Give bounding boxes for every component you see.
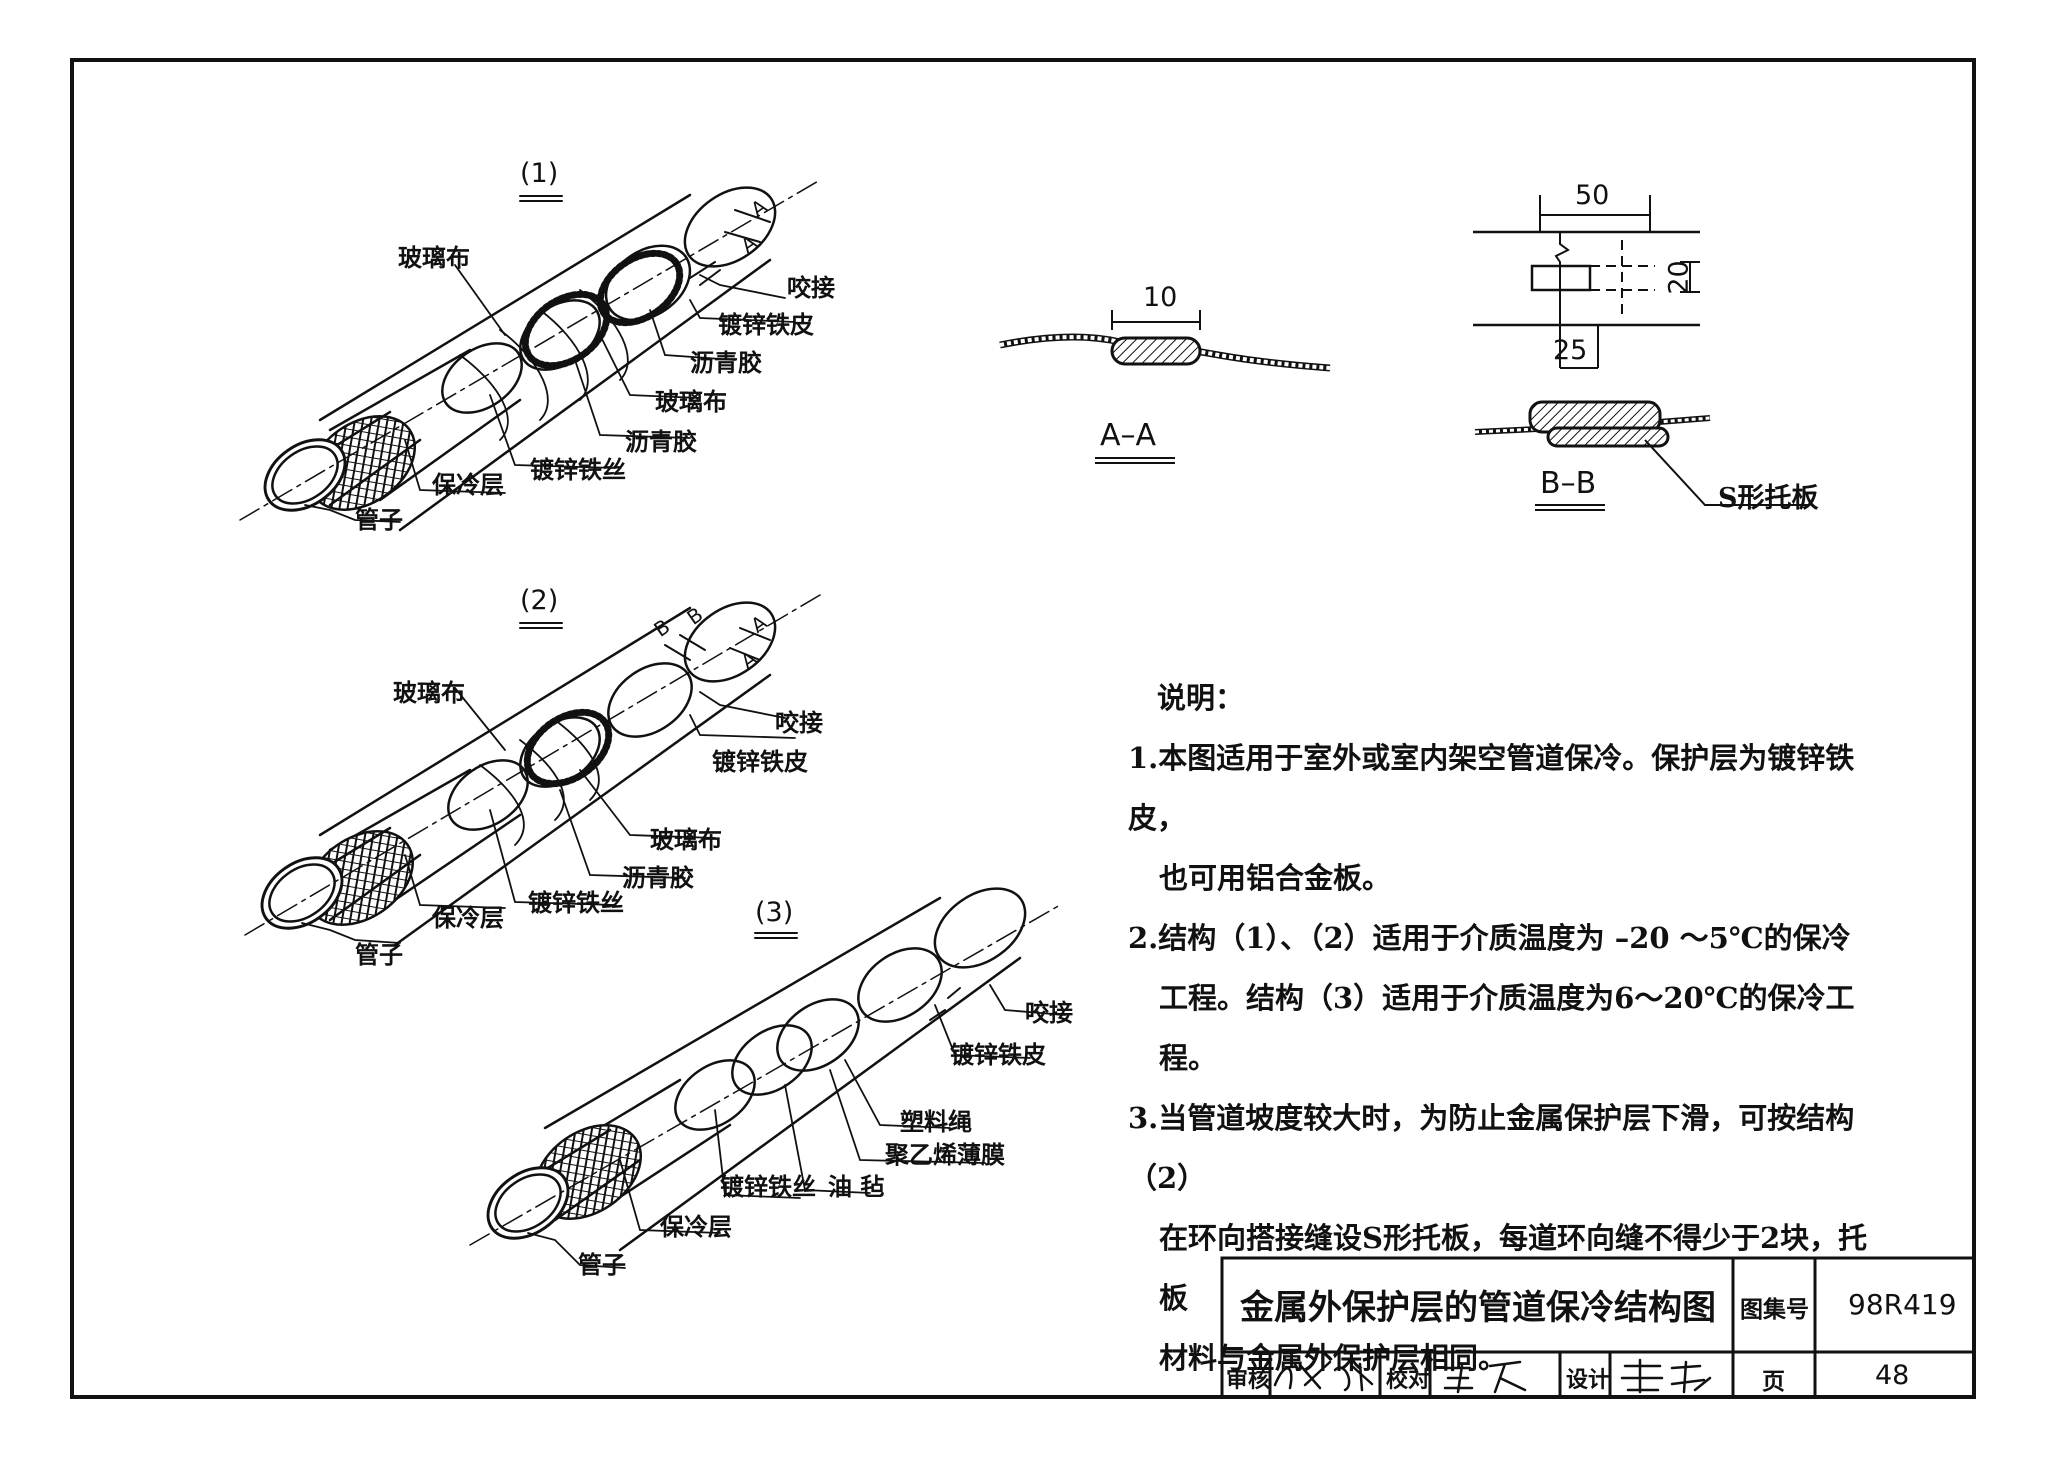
s1-label-jacket: 镀锌铁皮 xyxy=(718,310,814,339)
drawing-title: 金属外保护层的管道保冷结构图 xyxy=(1240,1288,1716,1328)
section-bb-dimension-top: 50 xyxy=(1575,180,1610,211)
note-3-line-3: 材料与金属外保护层相同。 xyxy=(1159,1341,1508,1375)
notes: 说明： 1.本图适用于室外或室内架空管道保冷。保护层为镀锌铁皮， 也可用铝合金板… xyxy=(1128,668,1888,1388)
s1-label-glass-cloth-top: 玻璃布 xyxy=(398,243,470,272)
s1-label-insulation: 保冷层 xyxy=(432,470,504,499)
s1-label-asphalt-upper: 沥青胶 xyxy=(690,348,762,377)
sheet-border xyxy=(70,58,1976,1399)
s2-label-insulation: 保冷层 xyxy=(432,903,504,932)
s3-label-jacket: 镀锌铁皮 xyxy=(950,1040,1046,1069)
section-aa-drawing xyxy=(999,310,1331,464)
structure-1-drawing xyxy=(239,179,821,532)
s-plate-label: S形托板 xyxy=(1718,483,1819,514)
s2-label-seam: 咬接 xyxy=(775,708,823,737)
s1-label-asphalt-lower: 沥青胶 xyxy=(625,427,697,456)
s2-label-pipe: 管子 xyxy=(355,940,403,969)
note-3-line-1: 3.当管道坡度较大时，为防止金属保护层下滑，可按结构（2） xyxy=(1128,1101,1855,1195)
s1-label-pipe: 管子 xyxy=(355,505,403,534)
designer-signature xyxy=(1620,1358,1712,1394)
atlas-number: 98R419 xyxy=(1848,1288,1957,1321)
note-3-line-2: 在环向搭接缝设S形托板，每道环向缝不得少于2块，托板 xyxy=(1159,1221,1868,1315)
s2-label-glass-cloth-top: 玻璃布 xyxy=(393,678,465,707)
atlas-number-label: 图集号 xyxy=(1740,1297,1809,1323)
section-aa-title: A–A xyxy=(1100,418,1157,453)
s3-label-pe-film: 聚乙烯薄膜 xyxy=(885,1140,1005,1169)
section-bb-dimension-bottom: 25 xyxy=(1553,335,1588,366)
s2-label-asphalt: 沥青胶 xyxy=(622,863,694,892)
page-label: 页 xyxy=(1762,1369,1785,1395)
section-bb-title: B–B xyxy=(1540,466,1597,501)
note-2-line-2: 工程。结构（3）适用于介质温度为6～20℃的保冷工程。 xyxy=(1159,981,1855,1075)
s3-label-seam: 咬接 xyxy=(1025,998,1073,1027)
note-1-line-1: 1.本图适用于室外或室内架空管道保冷。保护层为镀锌铁皮， xyxy=(1128,741,1855,835)
checker-signature xyxy=(1443,1360,1527,1394)
review-label: 审核 xyxy=(1226,1368,1271,1393)
reviewer-signature xyxy=(1273,1360,1374,1392)
design-label: 设计 xyxy=(1566,1368,1611,1393)
s3-label-plastic-rope: 塑料绳 xyxy=(900,1107,972,1136)
s1-label-seam: 咬接 xyxy=(787,273,835,302)
s1-label-wire: 镀锌铁丝 xyxy=(530,455,626,484)
note-2-line-1: 2.结构（1）、（2）适用于介质温度为 –20 ～5℃的保冷 xyxy=(1128,921,1851,955)
note-1-line-2: 也可用铝合金板。 xyxy=(1159,861,1392,895)
section-bb-drawing xyxy=(1473,195,1810,511)
s1-label-glass-cloth-mid: 玻璃布 xyxy=(655,387,727,416)
structure-3-id: (3) xyxy=(755,897,794,928)
s2-label-wire: 镀锌铁丝 xyxy=(528,888,624,917)
check-label: 校对 xyxy=(1386,1368,1431,1393)
s3-label-felt: 油 毡 xyxy=(828,1172,885,1201)
structure-1-id: (1) xyxy=(520,158,559,189)
structure-3-drawing xyxy=(469,887,1066,1269)
s2-label-jacket: 镀锌铁皮 xyxy=(712,747,808,776)
section-aa-dimension: 10 xyxy=(1143,282,1178,313)
s2-label-glass-cloth-mid: 玻璃布 xyxy=(650,825,722,854)
structure-2-id: (2) xyxy=(520,585,559,616)
structure-2-drawing xyxy=(244,594,821,947)
notes-heading: 说明： xyxy=(1157,681,1245,715)
title-block-frame xyxy=(1220,1256,1976,1399)
s3-label-wire: 镀锌铁丝 xyxy=(720,1172,816,1201)
s3-label-pipe: 管子 xyxy=(578,1250,626,1279)
page-number: 48 xyxy=(1875,1360,1910,1391)
s3-label-insulation: 保冷层 xyxy=(660,1212,732,1241)
